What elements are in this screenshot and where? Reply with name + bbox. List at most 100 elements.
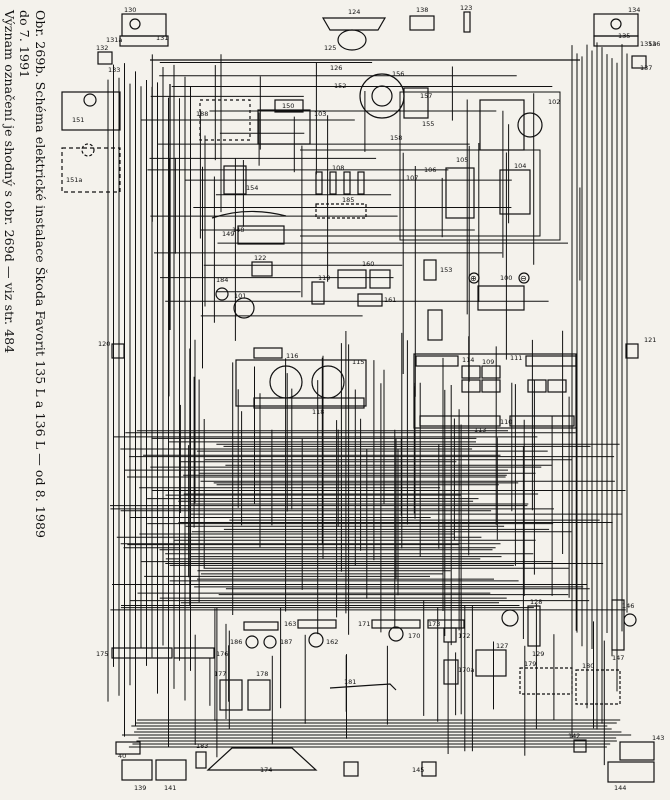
lamp-145 (343, 761, 359, 777)
label-131: 131 (156, 34, 168, 42)
label-180: 180 (582, 662, 594, 670)
label-132: 132 (96, 44, 108, 52)
label-108: 108 (332, 164, 344, 172)
label-106: 106 (424, 166, 436, 174)
lamp-143 (619, 741, 655, 761)
label-104: 104 (514, 162, 526, 170)
label-111: 111 (510, 354, 522, 362)
label-123: 123 (460, 4, 472, 12)
headlamp-151-bulb (83, 93, 97, 107)
relay-grid (461, 365, 567, 393)
lamp-162 (308, 632, 324, 648)
component-142 (573, 739, 587, 753)
label-105: 105 (456, 156, 468, 164)
label-183: 183 (196, 742, 208, 750)
label-156: 156 (392, 70, 404, 78)
label-110: 110 (500, 418, 512, 426)
label-162: 162 (326, 638, 338, 646)
label-118: 118 (312, 408, 324, 416)
spark-plugs-108 (315, 171, 365, 195)
lamp-144 (607, 761, 655, 783)
component-180 (575, 669, 621, 705)
label-157: 157 (420, 92, 432, 100)
components (61, 11, 655, 783)
label-114: 114 (462, 356, 474, 364)
wire-bundle (107, 42, 632, 766)
component-101 (233, 297, 255, 319)
label-103: 103 (314, 110, 326, 118)
label-125: 125 (324, 44, 336, 52)
label-154: 154 (246, 184, 258, 192)
label-126: 126 (330, 64, 342, 72)
label-109: 109 (482, 358, 494, 366)
label-178: 178 (256, 670, 268, 678)
component-161 (357, 293, 383, 307)
connector-178 (247, 679, 271, 711)
label-173: 173 (428, 620, 440, 628)
label-138: 138 (416, 6, 428, 14)
label-139: 139 (134, 784, 146, 792)
label-151a: 151a (66, 176, 82, 184)
component-184 (215, 287, 229, 301)
component-170a (443, 659, 459, 685)
label-101: 101 (234, 292, 246, 300)
connector-135 (593, 35, 639, 47)
component-122 (251, 261, 273, 277)
alternator-102 (479, 99, 525, 151)
switch-136 (631, 55, 647, 69)
label-144: 144 (614, 784, 626, 792)
lamp-186 (245, 635, 259, 649)
wire (399, 91, 561, 241)
label-137: 137 (640, 64, 652, 72)
connector-171 (371, 619, 421, 629)
component-154 (223, 165, 247, 195)
rear-light-174 (206, 747, 318, 771)
component-104 (499, 169, 531, 215)
label-181: 181 (344, 678, 356, 686)
label-174: 174 (260, 766, 272, 774)
component-138 (409, 15, 435, 31)
label-185: 185 (342, 196, 354, 204)
lamp-141 (155, 759, 187, 781)
label-135: 135 (618, 32, 630, 40)
distributor-inner (371, 85, 393, 107)
label-131a: 131a (106, 36, 122, 44)
label-188: 188 (196, 110, 208, 118)
label-113: 113 (474, 426, 486, 434)
label-102: 102 (548, 98, 560, 106)
label-187: 187 (280, 638, 292, 646)
connector-146 (611, 599, 625, 651)
battery-minus (518, 272, 530, 284)
switch-132 (97, 51, 113, 65)
label-153: 153 (440, 266, 452, 274)
component-179 (519, 667, 573, 695)
battery-plus (468, 272, 480, 284)
lamp-symbol (610, 18, 622, 30)
label-163: 163 (284, 620, 296, 628)
label-147: 147 (612, 654, 624, 662)
component-123 (463, 11, 471, 33)
component-160b (369, 269, 391, 289)
wiper-motor-149 (237, 225, 285, 245)
label-100: 100 (500, 274, 512, 282)
connector-176 (173, 647, 215, 659)
component-128 (501, 609, 519, 627)
battery-100 (477, 285, 525, 311)
label-184: 184 (216, 276, 228, 284)
label-115: 115 (352, 358, 364, 366)
label-186: 186 (230, 638, 242, 646)
label-149: 149 (222, 230, 234, 238)
label-151: 151 (72, 116, 84, 124)
label-124: 124 (348, 8, 360, 16)
lamp-symbol (129, 18, 141, 30)
wiper-148 (211, 210, 287, 219)
starter-150 (257, 109, 311, 145)
label-107: 107 (406, 174, 418, 182)
component-127 (475, 649, 507, 677)
switch-120 (111, 343, 125, 359)
component-172 (443, 627, 457, 643)
label-177: 177 (214, 670, 226, 678)
connector-188b (243, 621, 279, 631)
headlamp-151a (61, 147, 121, 193)
coil-105 (445, 167, 475, 219)
